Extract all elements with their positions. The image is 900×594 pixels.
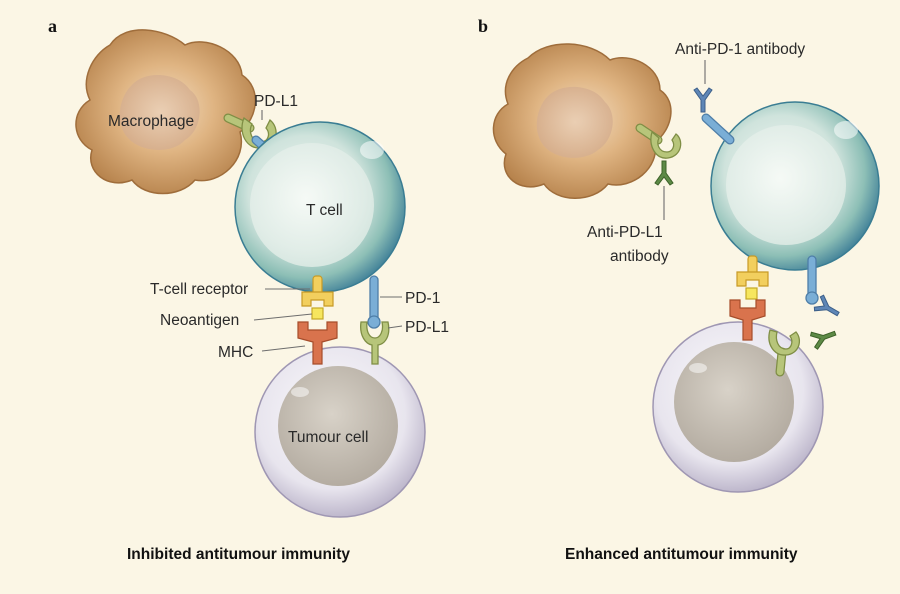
t-cell [234,121,406,293]
macrophage-cell-b [492,43,672,199]
pd-l1-tumour-b [768,329,800,377]
macrophage-cell [75,29,257,195]
mhc-b [729,299,766,341]
anti-pd-l1-antibody-top [654,160,674,186]
pd-1-tcell-bottom [367,275,381,329]
t-cell-receptor-label: T-cell receptor [150,281,248,298]
neoantigen-leader [253,313,313,321]
anti-pd-l1-label-line1: Anti-PD-L1 [587,224,663,241]
tumour-cell-label: Tumour cell [288,429,368,446]
anti-pd-l1-label-line2: antibody [610,248,669,265]
tumour-cell [254,346,426,518]
pd-l1-top-label: PD-L1 [254,93,298,110]
mhc [297,321,338,365]
anti-pd-l1-antibody-bottom [809,324,839,351]
panel-b-caption: Enhanced antitumour immunity [565,546,798,563]
neoantigen [311,307,324,320]
panel-a-letter: a [48,16,57,36]
pd-l1-tumour [360,321,390,365]
t-cell-label: T cell [306,202,343,219]
t-cell-receptor-b [736,255,769,300]
panel-b-letter: b [478,16,488,36]
t-cell-b [710,101,880,271]
mhc-leader [261,345,306,352]
pd-l1-bottom-leader [387,325,403,329]
mhc-label: MHC [218,344,253,361]
pd-l1-macrophage-b [635,123,682,159]
t-cell-receptor [301,275,334,307]
anti-pd-1-antibody-top [693,87,713,113]
panel-b: b Anti-PD-L1 antibody [478,16,880,563]
neoantigen-label: Neoantigen [160,312,239,329]
pd-l1-bottom-label: PD-L1 [405,319,449,336]
macrophage-label: Macrophage [108,113,194,130]
pd-1-tcell-bottom-b [805,255,819,305]
anti-pd-1-label: Anti-PD-1 antibody [675,41,805,58]
panel-a-caption: Inhibited antitumour immunity [127,546,350,563]
panel-a: a Macrophage PD-L1 T cell [48,16,449,563]
pd-1-tcell-top-b [701,113,735,145]
pd-1-label: PD-1 [405,290,440,307]
